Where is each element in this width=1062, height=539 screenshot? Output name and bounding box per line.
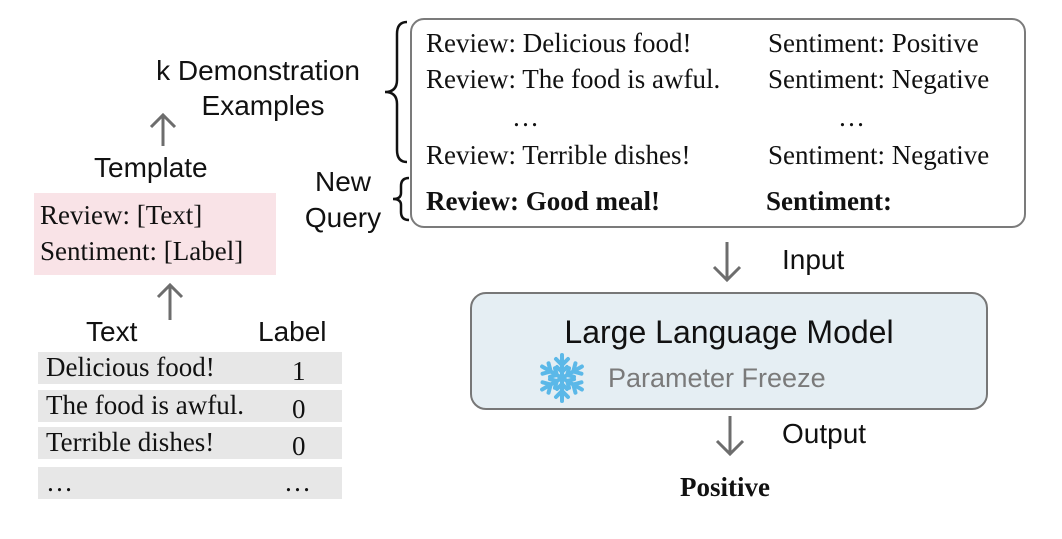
llm-subtitle: Parameter Freeze: [608, 363, 826, 393]
new-query-label-line2: Query: [304, 202, 382, 233]
template-line-sentiment: Sentiment: [Label]: [40, 236, 244, 266]
table-row: Terrible dishes! 0: [38, 427, 342, 461]
output-label: Output: [782, 418, 867, 449]
table-cell-label: 0: [292, 394, 306, 424]
table-header-text: Text: [86, 316, 138, 347]
new-query-label-line1: New: [314, 166, 371, 197]
table-cell-label: 0: [292, 431, 306, 461]
demo-examples-label-line2: Examples: [201, 90, 325, 121]
demo-sentiment-1: Sentiment: Positive: [768, 28, 979, 58]
table-cell-label: …: [284, 467, 311, 497]
demo-examples-label: k Demonstration Examples: [142, 53, 374, 123]
arrow-down-input: [712, 242, 742, 283]
template-line-review: Review: [Text]: [40, 200, 203, 230]
template-box: Review: [Text] Sentiment: [Label]: [34, 193, 276, 275]
output-value: Positive: [680, 472, 770, 502]
table-row: The food is awful. 0: [38, 390, 342, 424]
new-query-label: New Query: [300, 164, 386, 236]
table-cell-text: Terrible dishes!: [46, 427, 215, 457]
snowflake-icon: [537, 353, 587, 403]
table-cell-text: …: [46, 467, 73, 497]
table-row: Delicious food! 1: [38, 352, 342, 386]
table-cell-text: The food is awful.: [46, 390, 244, 420]
demonstration-box: [410, 18, 1026, 228]
demo-review-3: Review: Terrible dishes!: [426, 140, 691, 170]
demo-sentiment-3: Sentiment: Negative: [768, 140, 990, 170]
arrow-up-table-to-template: [156, 282, 184, 320]
table-row: … …: [38, 467, 342, 499]
demo-sentiment-2: Sentiment: Negative: [768, 64, 990, 94]
table-header-label: Label: [258, 316, 327, 347]
query-sentiment: Sentiment:: [766, 186, 892, 216]
demo-ellipsis-review: …: [512, 102, 539, 132]
demo-review-1: Review: Delicious food!: [426, 28, 692, 58]
template-label: Template: [94, 152, 208, 183]
table-cell-text: Delicious food!: [46, 352, 215, 382]
query-review: Review: Good meal!: [426, 186, 660, 216]
demo-examples-label-line1: k Demonstration: [156, 55, 360, 86]
demo-ellipsis-sentiment: …: [838, 102, 865, 132]
arrow-down-output: [715, 416, 745, 457]
query-brace: [392, 176, 410, 222]
input-label: Input: [782, 244, 845, 275]
arrow-up-template-to-demos: [149, 112, 177, 146]
demo-review-2: Review: The food is awful.: [426, 64, 721, 94]
llm-title: Large Language Model: [564, 314, 894, 350]
table-cell-label: 1: [292, 356, 306, 386]
demo-brace: [384, 20, 408, 164]
